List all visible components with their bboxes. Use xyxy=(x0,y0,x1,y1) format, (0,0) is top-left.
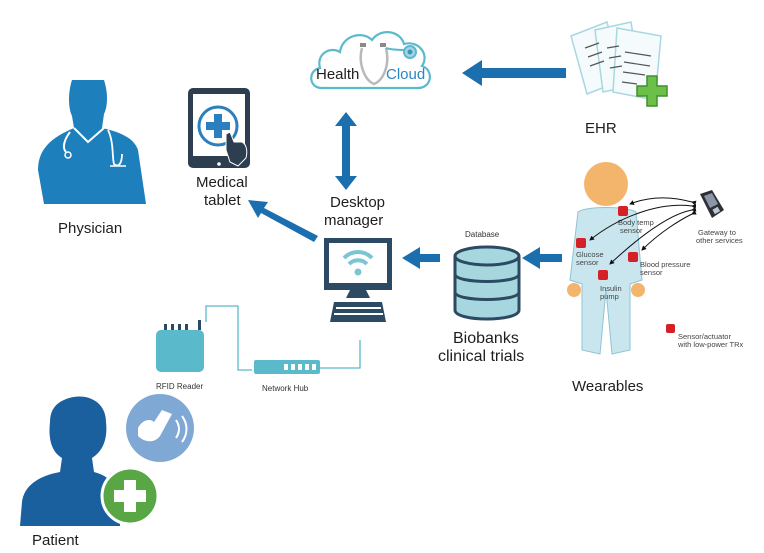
gateway-label-line1: Gateway to xyxy=(698,228,736,237)
blood-pressure-label-line2: sensor xyxy=(640,268,663,277)
desktop-wifi-icon xyxy=(324,238,392,322)
database-icon xyxy=(453,245,521,321)
database-caption: Database xyxy=(465,230,500,239)
tablet-plus-icon xyxy=(188,88,250,168)
patient-label: Patient xyxy=(32,532,79,549)
documents-plus-icon xyxy=(570,21,668,107)
patient-silhouette-icon xyxy=(20,394,194,526)
glucose-sensor xyxy=(576,238,586,248)
rfid-reader-label: RFID Reader xyxy=(156,382,204,391)
wearables-label: Wearables xyxy=(572,378,644,395)
insulin-label-line2: pump xyxy=(600,292,619,301)
sensor-node-icon xyxy=(666,324,675,333)
doctor-silhouette-icon xyxy=(38,80,146,204)
desktop-manager-label-line2: manager xyxy=(324,212,384,229)
physician-node: Physician xyxy=(30,80,160,250)
gateway-label-line2: other services xyxy=(696,236,743,245)
network-hub-icon xyxy=(254,360,320,374)
desktop-manager-node: Desktop manager xyxy=(318,190,408,330)
biobanks-label-line1: Biobanks xyxy=(453,330,519,347)
ehr-node: EHR xyxy=(565,0,695,140)
health-cloud-node: Health Cloud xyxy=(300,10,450,100)
medical-tablet-label-line1: Medical xyxy=(196,174,248,191)
insulin-label-line1: Insulin xyxy=(600,284,622,293)
arrow-ehr-to-cloud xyxy=(462,60,566,86)
patient-node: Patient xyxy=(20,392,200,553)
network-hub-label: Network Hub xyxy=(262,384,309,393)
biobanks-label-line2: clinical trials xyxy=(438,348,525,365)
cloud-label: Cloud xyxy=(386,66,426,83)
wearables-node: Body temp sensor Glucose sensor Blood pr… xyxy=(560,160,764,400)
legend-label-line1: Sensor/actuator xyxy=(678,332,731,341)
glucose-label-line1: Glucose xyxy=(576,250,604,259)
legend: Sensor/actuator with low-power TRx xyxy=(662,318,762,358)
rfid-reader-icon xyxy=(156,320,204,372)
medical-tablet-node: Medical tablet xyxy=(186,86,266,216)
legend-label-line2: with low-power TRx xyxy=(678,340,744,349)
database-node: Database Biobanks clinical trials xyxy=(430,228,550,368)
gateway-links xyxy=(589,197,697,265)
desktop-manager-label-line1: Desktop xyxy=(330,194,386,211)
rfid-reader-node: RFID Reader xyxy=(150,318,210,398)
glucose-label-line2: sensor xyxy=(576,258,599,267)
pda-phone-icon xyxy=(700,190,724,218)
physician-label: Physician xyxy=(58,220,123,237)
arrow-cloud-desktop xyxy=(335,112,357,190)
medical-tablet-label-line2: tablet xyxy=(204,192,241,209)
ehr-label: EHR xyxy=(585,120,617,137)
insulin-pump xyxy=(598,270,608,280)
cloud-stethoscope-icon xyxy=(310,31,431,90)
health-label: Health xyxy=(316,66,360,83)
network-hub-node: Network Hub xyxy=(250,360,330,400)
